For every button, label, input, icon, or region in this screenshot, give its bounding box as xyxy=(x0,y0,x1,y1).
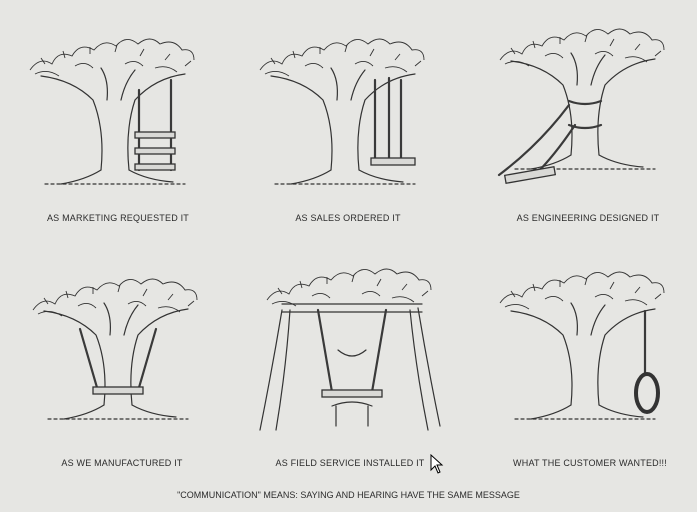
panel-3-illustration xyxy=(497,28,665,185)
panel-1-illustration xyxy=(29,38,195,185)
panel-5-illustration xyxy=(259,268,441,431)
panel-6-illustration xyxy=(499,271,665,420)
caption-marketing: AS MARKETING REQUESTED IT xyxy=(46,213,190,223)
mouse-pointer-icon xyxy=(430,454,444,474)
caption-customer: WHAT THE CUSTOMER WANTED!!! xyxy=(513,458,667,468)
footer-message: "COMMUNICATION" MEANS: SAYING AND HEARIN… xyxy=(177,490,520,500)
panel-2-illustration xyxy=(259,38,425,185)
caption-sales: AS SALES ORDERED IT xyxy=(295,213,401,223)
caption-manufactured: AS WE MANUFACTURED IT xyxy=(61,458,183,468)
caption-field-service: AS FIELD SERVICE INSTALLED IT xyxy=(275,458,425,468)
panel-4-illustration xyxy=(32,278,198,420)
caption-engineering: AS ENGINEERING DESIGNED IT xyxy=(516,213,660,223)
